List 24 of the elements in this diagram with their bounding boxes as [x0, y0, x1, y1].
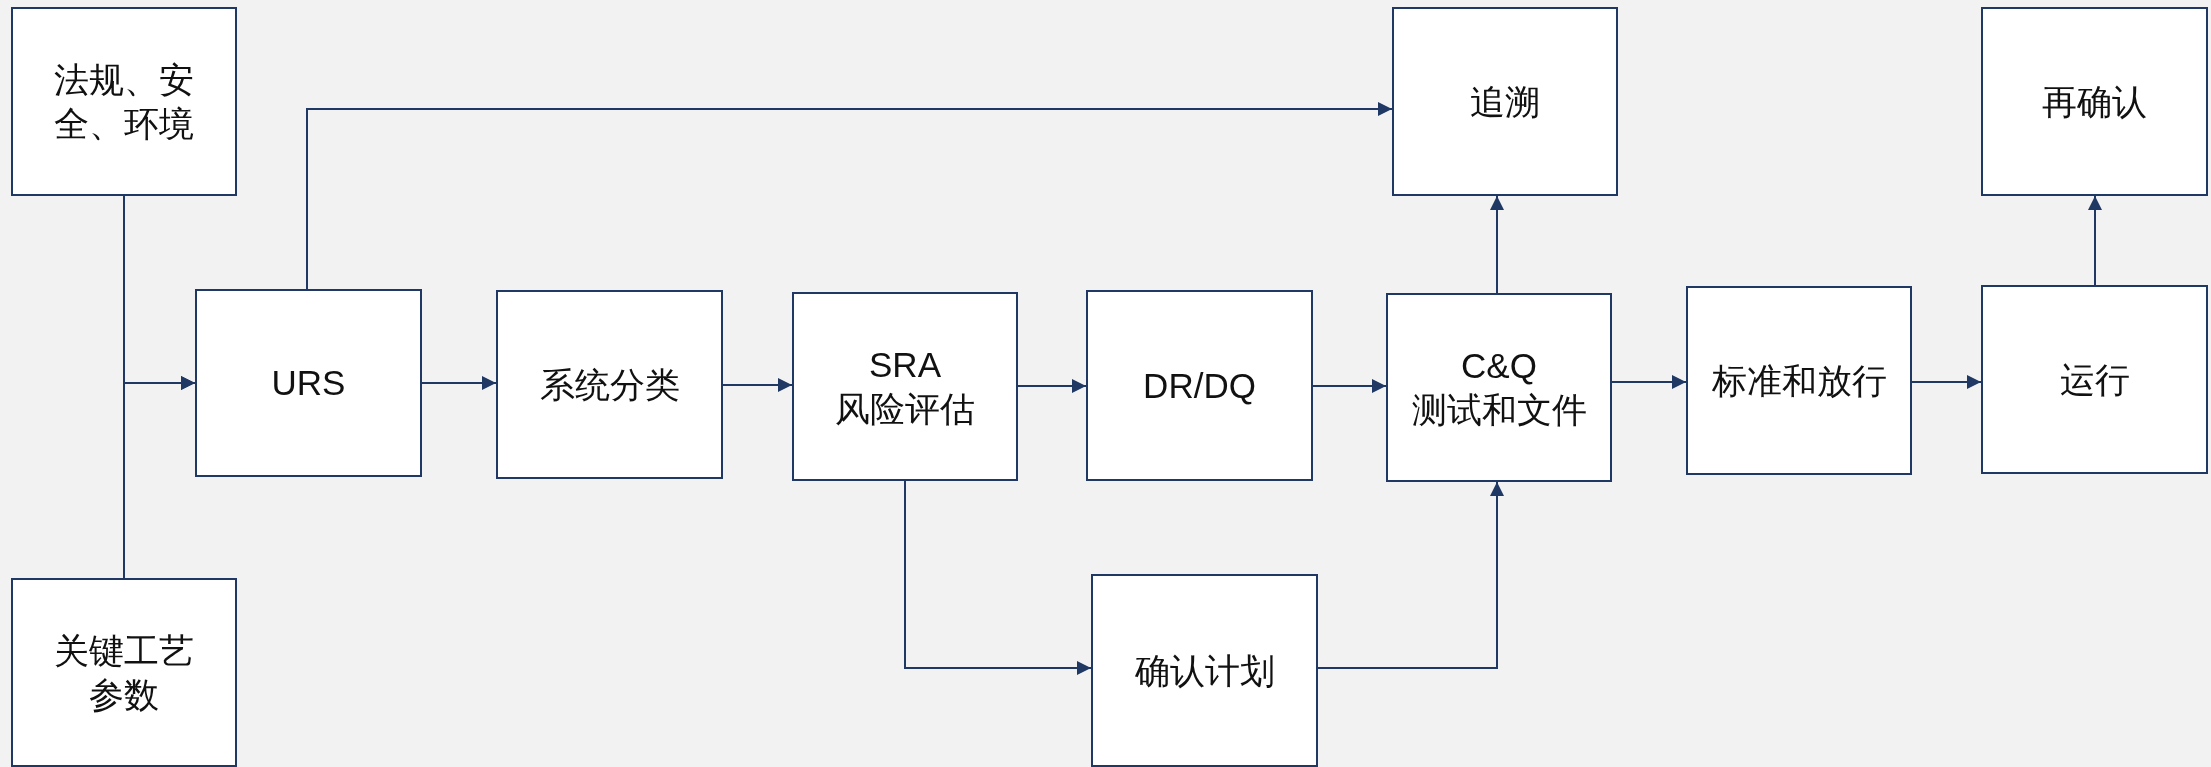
process-box: 确认计划 — [1091, 574, 1318, 767]
arrow — [1317, 481, 1504, 669]
arrow — [1611, 375, 1687, 389]
arrow — [1911, 375, 1982, 389]
process-box: 运行 — [1981, 285, 2208, 474]
arrow — [1490, 195, 1504, 294]
process-box: 关键工艺参数 — [11, 578, 237, 767]
process-box: URS — [195, 289, 422, 477]
process-box: 追溯 — [1392, 7, 1618, 196]
process-box: C&Q 测试和文件 — [1386, 293, 1612, 482]
arrow — [904, 480, 1092, 675]
arrow — [2088, 195, 2102, 286]
arrow — [1312, 379, 1387, 393]
arrow — [1017, 379, 1087, 393]
arrow — [722, 378, 793, 392]
process-box: 系统分类 — [496, 290, 723, 479]
arrow — [421, 376, 497, 390]
process-box: SRA 风险评估 — [792, 292, 1018, 481]
process-box: 标准和放行 — [1686, 286, 1912, 475]
arrow — [123, 376, 196, 579]
process-box: DR/DQ — [1086, 290, 1313, 481]
process-box: 再确认 — [1981, 7, 2208, 196]
process-box: 法规、安全、环境 — [11, 7, 237, 196]
arrow — [306, 102, 1393, 290]
